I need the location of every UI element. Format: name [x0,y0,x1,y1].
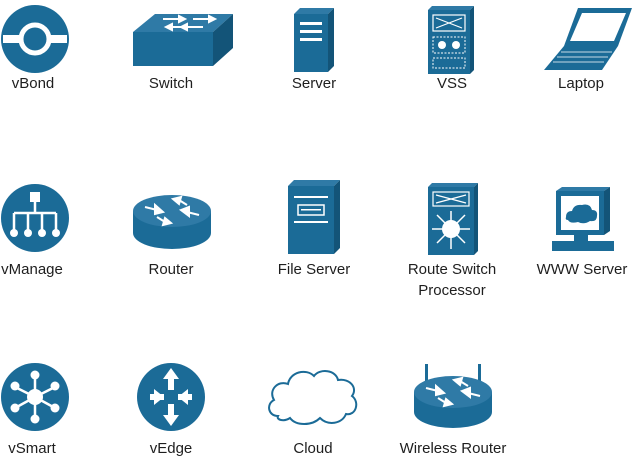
vss-icon [428,6,474,74]
server-icon [294,8,334,72]
icon-label: Processor [418,282,486,299]
icon-label: Cloud [293,440,333,457]
icon-label: Router [148,261,194,278]
vedge-icon [137,363,205,431]
icon-label: VSS [436,75,467,92]
icon-label: WWW Server [536,261,628,278]
icon-label: Route Switch [407,261,497,278]
icon-label: Laptop [558,75,604,92]
file-server-icon [288,180,340,254]
vmanage-icon [1,184,69,252]
route-switch-processor-icon [428,183,478,255]
switch-icon [133,14,233,66]
icon-label: Server [291,75,337,92]
www-server-icon [552,187,614,251]
icon-label: Wireless Router [399,440,507,457]
icon-label: vSmart [8,440,56,457]
icon-label: vBond [11,75,55,92]
router-icon [133,195,211,249]
vsmart-icon [1,363,69,431]
wireless-router-icon [414,364,492,428]
vbond-icon [1,5,69,73]
icon-label: vManage [1,261,63,278]
icon-label: vEdge [149,440,193,457]
icon-label: Switch [148,75,194,92]
laptop-icon [544,8,632,70]
icon-label: File Server [277,261,351,278]
cloud-icon [268,370,358,425]
